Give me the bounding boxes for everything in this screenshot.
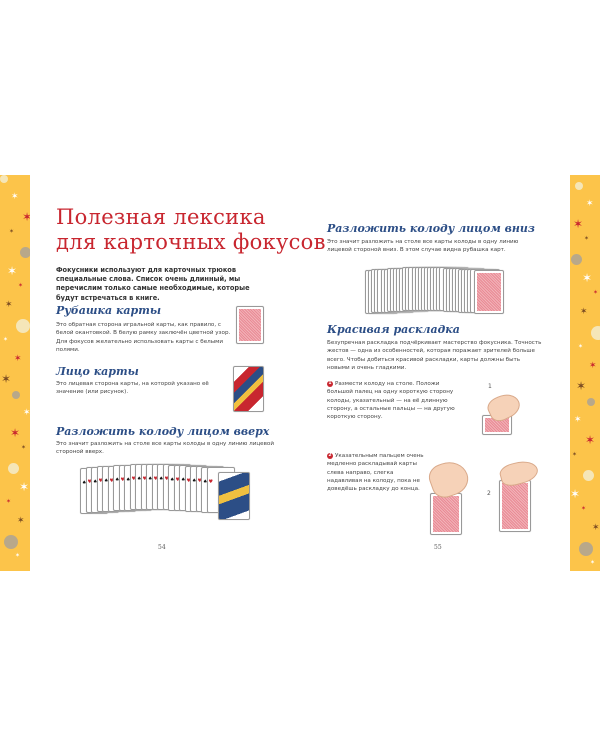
decorative-border-right: ✶✶✶✶✶✶✶✶✶✶✶✶✶✶✶✶ [570, 175, 600, 571]
decorative-star: ✶ [586, 199, 594, 209]
face-down-card [473, 269, 504, 314]
decorative-star: ✶ [589, 361, 597, 371]
decorative-bubble [583, 470, 594, 481]
text-spread-face-down: Это значит разложить на столе все карты … [327, 239, 519, 254]
decorative-star: ✶ [593, 289, 599, 296]
text-beautiful-spread: Безупречная раскладка подчёркивает масте… [327, 340, 542, 371]
heading-card-face: Лицо карты [56, 365, 139, 378]
step-1-text: Размести колоду на столе. Положи большой… [327, 381, 455, 421]
text-spread-face-up: Это значит разложить на столе все карты … [56, 441, 274, 456]
decorative-star: ✶ [9, 228, 15, 235]
decorative-bubble [20, 247, 30, 258]
decorative-star: ✶ [584, 235, 590, 242]
step-2-badge: 2 [327, 452, 333, 459]
decorative-star: ✶ [574, 415, 582, 425]
heading-beautiful-spread: Красивая раскладка [327, 323, 460, 336]
decorative-bubble [571, 254, 582, 265]
step-2-text: Указательным пальцем очень медленно раск… [327, 453, 424, 493]
decorative-bubble [4, 535, 18, 549]
decorative-star: ✶ [14, 354, 22, 364]
figure-label-2: 2 [487, 490, 491, 497]
decorative-star: ✶ [3, 336, 9, 343]
decorative-bubble [579, 542, 593, 556]
step-1-badge: 1 [327, 380, 333, 387]
deck-image-2b [499, 480, 531, 532]
decorative-star: ✶ [582, 271, 593, 285]
decorative-star: ✶ [10, 426, 21, 440]
page-number-left: 54 [158, 544, 166, 551]
decorative-bubble [591, 326, 600, 340]
decorative-border-left: ✶✶✶✶✶✶✶✶✶✶✶✶✶✶✶✶ [0, 175, 30, 571]
decorative-star: ✶ [7, 264, 18, 278]
title-line-2: для карточных фокусов [56, 230, 326, 254]
page-number-right: 55 [434, 544, 442, 551]
face-down-spread-image [365, 266, 505, 314]
heading-spread-face-down: Разложить колоду лицом вниз [327, 222, 535, 235]
decorative-star: ✶ [578, 343, 584, 350]
decorative-star: ✶ [5, 300, 13, 310]
decorative-star: ✶ [6, 498, 12, 505]
text-card-back: Это обратная сторона игральной карты, ка… [56, 322, 231, 353]
heading-spread-face-up: Разложить колоду лицом вверх [56, 425, 270, 438]
text-card-face: Это лицевая сторона карты, на которой ук… [56, 381, 209, 396]
decorative-star: ✶ [570, 487, 581, 501]
card-back-image [236, 306, 264, 344]
queen-of-hearts-card-image [233, 366, 264, 412]
heading-card-back: Рубашка карты [56, 304, 162, 317]
decorative-star: ✶ [592, 523, 600, 533]
decorative-star: ✶ [21, 444, 27, 451]
intro-text: Фокусники используют для карточных трюко… [56, 266, 250, 302]
decorative-star: ✶ [590, 559, 596, 566]
decorative-star: ✶ [11, 192, 19, 202]
page-title: Полезная лексика для карточных фокусов [56, 205, 326, 255]
decorative-star: ✶ [1, 372, 12, 386]
decorative-star: ✶ [581, 505, 587, 512]
decorative-star: ✶ [572, 451, 578, 458]
king-card [218, 472, 250, 520]
face-up-spread-image: ♠♥♠♥♠♥♠♥♠♥♠♥♠♥♠♥♠♥♠♥♠♥♠♥ [80, 462, 270, 522]
decorative-star: ✶ [573, 217, 584, 231]
decorative-bubble [16, 319, 30, 333]
decorative-star: ✶ [17, 516, 25, 526]
decorative-star: ✶ [23, 408, 30, 418]
decorative-star: ✶ [19, 480, 30, 494]
decorative-bubble [587, 398, 595, 406]
title-line-1: Полезная лексика [56, 205, 266, 229]
decorative-bubble [0, 175, 8, 183]
figure-label-1: 1 [488, 383, 492, 390]
decorative-star: ✶ [18, 282, 24, 289]
decorative-bubble [8, 463, 19, 474]
decorative-star: ✶ [22, 210, 30, 224]
hand-illustration-2b [497, 457, 541, 489]
decorative-bubble [12, 391, 20, 399]
decorative-bubble [575, 182, 583, 190]
deck-image-2a [430, 493, 462, 535]
decorative-star: ✶ [585, 433, 596, 447]
decorative-star: ✶ [576, 379, 587, 393]
decorative-star: ✶ [580, 307, 588, 317]
decorative-star: ✶ [15, 552, 21, 559]
